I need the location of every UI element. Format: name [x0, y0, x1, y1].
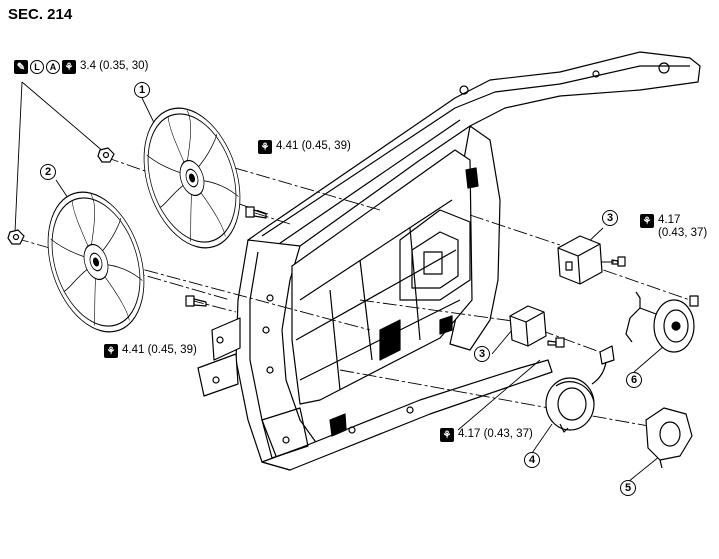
anti-corrosive-icon: A: [46, 60, 60, 74]
locking-sealant-icon: L: [30, 60, 44, 74]
torque-value: 4.17 (0.43, 37): [658, 214, 708, 239]
torque-value: 4.41 (0.45, 39): [276, 140, 351, 152]
section-label: SEC. 214: [8, 6, 73, 23]
callout-5: 5: [620, 480, 636, 496]
fan-motor: [625, 291, 699, 353]
torque-wrench-icon: ⚘: [440, 428, 454, 442]
motor-bracket: [645, 407, 693, 469]
callout-3-lower: 3: [474, 346, 490, 362]
radiator-core-support: [197, 51, 701, 471]
torque-spec-nut: ✎ L A ⚘ 3.4 (0.35, 30): [14, 60, 148, 74]
fan-resistor-lower: [509, 305, 547, 347]
torque-value: 4.17 (0.43, 37): [458, 428, 533, 440]
harness-connector: [591, 345, 615, 385]
torque-value: 4.41 (0.45, 39): [122, 344, 197, 356]
torque-wrench-icon: ⚘: [640, 214, 654, 228]
fan-bolt-upper: [245, 206, 267, 219]
replace-icon: ✎: [14, 60, 28, 74]
resistor-bolt-lower: [547, 337, 565, 348]
torque-spec-resistor-bolt-lower: ⚘ 4.17 (0.43, 37): [440, 428, 533, 442]
callout-3-upper: 3: [602, 210, 618, 226]
nut-upper: [97, 147, 115, 163]
callout-2: 2: [40, 164, 56, 180]
torque-wrench-icon: ⚘: [104, 344, 118, 358]
torque-spec-fan-bolt-upper: ⚘ 4.41 (0.45, 39): [258, 140, 351, 154]
fan-resistor-upper: [557, 235, 603, 285]
torque-wrench-icon: ⚘: [62, 60, 76, 74]
callout-6: 6: [626, 372, 642, 388]
torque-wrench-icon: ⚘: [258, 140, 272, 154]
spec-icons: ✎ L A ⚘: [14, 60, 76, 74]
callout-4: 4: [524, 452, 540, 468]
nut-lower: [7, 229, 25, 245]
leader-lines: [14, 81, 665, 483]
torque-value: 3.4 (0.35, 30): [80, 60, 149, 72]
resistor-bolt-upper: [611, 256, 626, 267]
fan-shroud: [545, 377, 595, 433]
torque-spec-resistor-bolt-upper: ⚘ 4.17 (0.43, 37): [640, 214, 707, 240]
callout-1: 1: [134, 82, 150, 98]
torque-spec-fan-bolt-lower: ⚘ 4.41 (0.45, 39): [104, 344, 197, 358]
fan-bolt-lower: [185, 295, 207, 307]
cooling-fan-1: [143, 107, 241, 249]
cooling-fan-2: [47, 191, 145, 333]
